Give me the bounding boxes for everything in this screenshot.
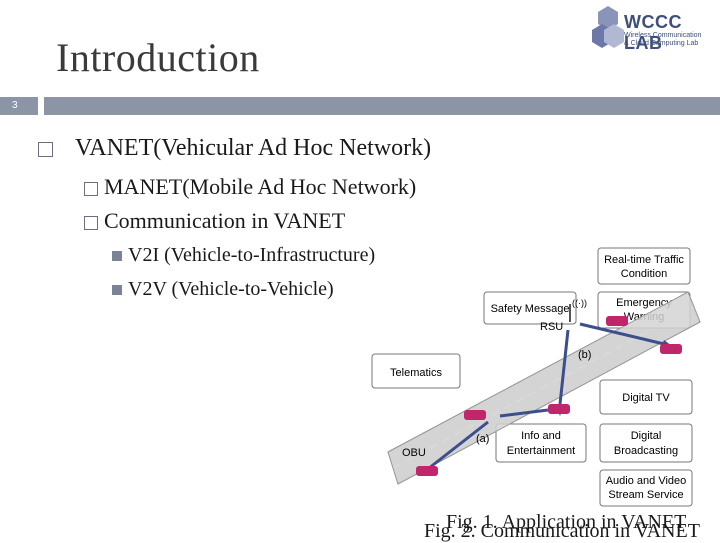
rsu-signal: ((·)) bbox=[572, 298, 587, 308]
audio-video-label: Audio and Video bbox=[606, 475, 687, 487]
obu-label: OBU bbox=[402, 447, 426, 459]
bullet-level3-a-text: V2I (Vehicle-to-Infrastructure) bbox=[128, 244, 375, 266]
page-title: Introduction bbox=[56, 34, 260, 81]
bullet-level3-b: V2V (Vehicle-to-Vehicle) bbox=[112, 278, 334, 301]
bullet-level2-b: Communication in VANET bbox=[84, 208, 345, 234]
label-b: (b) bbox=[578, 349, 591, 361]
car-icon bbox=[660, 344, 682, 354]
bullet-level2-a-text: MANET(Mobile Ad Hoc Network) bbox=[104, 174, 416, 199]
entertainment-label-2: Entertainment bbox=[507, 445, 575, 457]
bullet-level1-text: VANET(Vehicular Ad Hoc Network) bbox=[75, 135, 431, 161]
label-a: (a) bbox=[476, 433, 489, 445]
vanet-diagram: Real-time Traffic Condition Emergency Wa… bbox=[368, 244, 720, 540]
checkbox-bullet-icon bbox=[84, 182, 98, 196]
checkbox-bullet-icon bbox=[38, 142, 53, 157]
logo-subtitle: Wireless Communication & Cloud Computing… bbox=[624, 32, 716, 48]
entertainment-label: Info and bbox=[521, 430, 561, 442]
lab-logo: WCCC LAB Wireless Communication & Cloud … bbox=[592, 4, 716, 50]
telematics-label: Telematics bbox=[390, 367, 442, 379]
slide-number-box: 3 bbox=[0, 97, 38, 115]
hexagon-logo-icon bbox=[592, 4, 624, 50]
slide-number: 3 bbox=[12, 100, 18, 111]
checkbox-bullet-icon bbox=[84, 216, 98, 230]
realtime-traffic-label-2: Condition bbox=[621, 268, 667, 280]
bullet-level1: VANET(Vehicular Ad Hoc Network) bbox=[38, 135, 431, 162]
realtime-traffic-label: Real-time Traffic bbox=[604, 254, 684, 266]
bullet-level2-b-text: Communication in VANET bbox=[104, 208, 345, 233]
car-icon bbox=[548, 404, 570, 414]
audio-video-label-2: Stream Service bbox=[608, 489, 683, 501]
bullet-level3-a: V2I (Vehicle-to-Infrastructure) bbox=[112, 244, 375, 267]
car-icon bbox=[416, 466, 438, 476]
bullet-level3-b-text: V2V (Vehicle-to-Vehicle) bbox=[128, 278, 334, 300]
safety-message-label: Safety Message bbox=[491, 303, 570, 315]
slide-header-bar: 3 bbox=[0, 97, 720, 115]
broadcasting-label: Digital bbox=[631, 430, 662, 442]
rsu-label: RSU bbox=[540, 321, 563, 333]
square-bullet-icon bbox=[112, 285, 122, 295]
car-icon bbox=[606, 316, 628, 326]
broadcasting-label-2: Broadcasting bbox=[614, 445, 678, 457]
header-divider bbox=[44, 97, 720, 115]
digital-tv-label: Digital TV bbox=[622, 392, 670, 404]
square-bullet-icon bbox=[112, 251, 122, 261]
logo-subtitle-line1: Wireless Communication bbox=[624, 32, 716, 40]
bullet-level2-a: MANET(Mobile Ad Hoc Network) bbox=[84, 174, 416, 200]
logo-subtitle-line2: & Cloud Computing Lab bbox=[624, 40, 716, 48]
car-icon bbox=[464, 410, 486, 420]
